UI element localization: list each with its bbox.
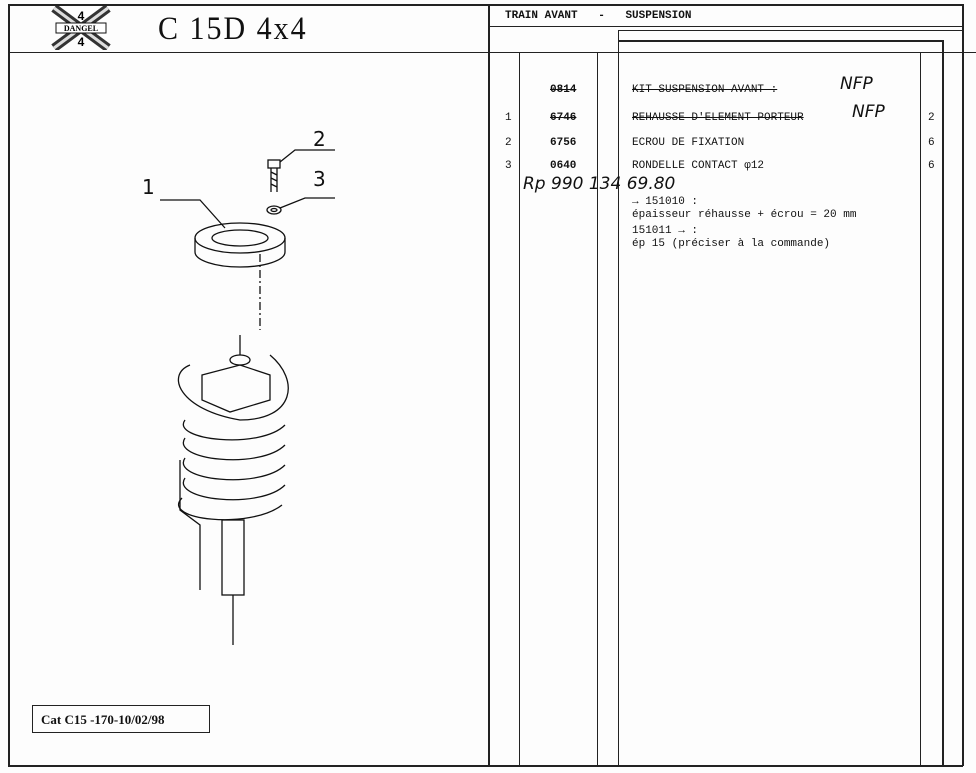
col-index-right bbox=[519, 52, 520, 766]
frame-bottom bbox=[8, 765, 963, 767]
part-ref: 0814 bbox=[550, 84, 577, 96]
catalog-reference: Cat C15 -170-10/02/98 bbox=[32, 705, 210, 733]
col-desc-left bbox=[618, 30, 619, 766]
box-inner-line bbox=[618, 40, 943, 42]
bolt bbox=[267, 159, 281, 192]
frame-right bbox=[962, 4, 964, 766]
part-qty: 2 bbox=[928, 112, 935, 124]
nfp-annotation: NFP bbox=[840, 74, 873, 94]
section-part1: TRAIN AVANT bbox=[505, 10, 578, 22]
svg-text:4: 4 bbox=[78, 35, 85, 49]
col-desc-right bbox=[920, 52, 921, 766]
strut-assembly bbox=[177, 335, 289, 645]
part-ref: 6756 bbox=[550, 137, 577, 149]
callout-3: 3 bbox=[313, 167, 326, 191]
part-index: 2 bbox=[505, 137, 512, 149]
note-line: 151011 → : bbox=[632, 225, 699, 237]
frame-top bbox=[8, 4, 963, 6]
washer bbox=[266, 205, 282, 215]
col-qty-right bbox=[942, 40, 944, 766]
section-title: TRAIN AVANT - SUSPENSION bbox=[505, 10, 705, 22]
svg-text:DANGEL: DANGEL bbox=[64, 24, 98, 33]
suspension-diagram bbox=[160, 149, 335, 645]
svg-text:4: 4 bbox=[78, 9, 85, 23]
section-part2: SUSPENSION bbox=[625, 10, 692, 22]
nfp-annotation: NFP bbox=[852, 102, 885, 122]
part-qty: 6 bbox=[928, 137, 935, 149]
part-index: 1 bbox=[505, 112, 512, 124]
part-description: KIT SUSPENSION AVANT : bbox=[632, 84, 778, 96]
model-title: C 15D 4x4 bbox=[158, 10, 308, 47]
part-ref: 0640 bbox=[550, 160, 577, 172]
panel-divider bbox=[488, 4, 490, 766]
col-ref-right bbox=[597, 52, 598, 766]
leader-line-1 bbox=[160, 199, 226, 229]
box-top bbox=[618, 30, 964, 31]
header-sub-line bbox=[490, 26, 964, 27]
part-ref: 6746 bbox=[550, 112, 577, 124]
section-separator: - bbox=[598, 10, 605, 22]
callout-2: 2 bbox=[313, 127, 326, 151]
frame-left bbox=[8, 4, 10, 766]
handwritten-ref: Rp 990 134 69.80 bbox=[523, 174, 676, 194]
part-description: ECROU DE FIXATION bbox=[632, 137, 745, 149]
note-line: → 151010 : bbox=[632, 196, 699, 208]
leader-line-2 bbox=[279, 149, 335, 163]
spacer-ring bbox=[194, 222, 286, 268]
part-qty: 6 bbox=[928, 160, 935, 172]
header-bottom-line bbox=[8, 52, 976, 53]
part-index: 3 bbox=[505, 160, 512, 172]
part-description: RONDELLE CONTACT φ12 bbox=[632, 160, 765, 172]
leader-line-3 bbox=[279, 197, 335, 209]
part-description: REHAUSSE D'ELEMENT PORTEUR bbox=[632, 112, 804, 124]
note-line: ép 15 (préciser à la commande) bbox=[632, 238, 831, 250]
note-line: épaisseur réhausse + écrou = 20 mm bbox=[632, 209, 857, 221]
dangel-logo: DANGEL 4 4 bbox=[51, 6, 111, 50]
callout-1: 1 bbox=[142, 175, 155, 199]
